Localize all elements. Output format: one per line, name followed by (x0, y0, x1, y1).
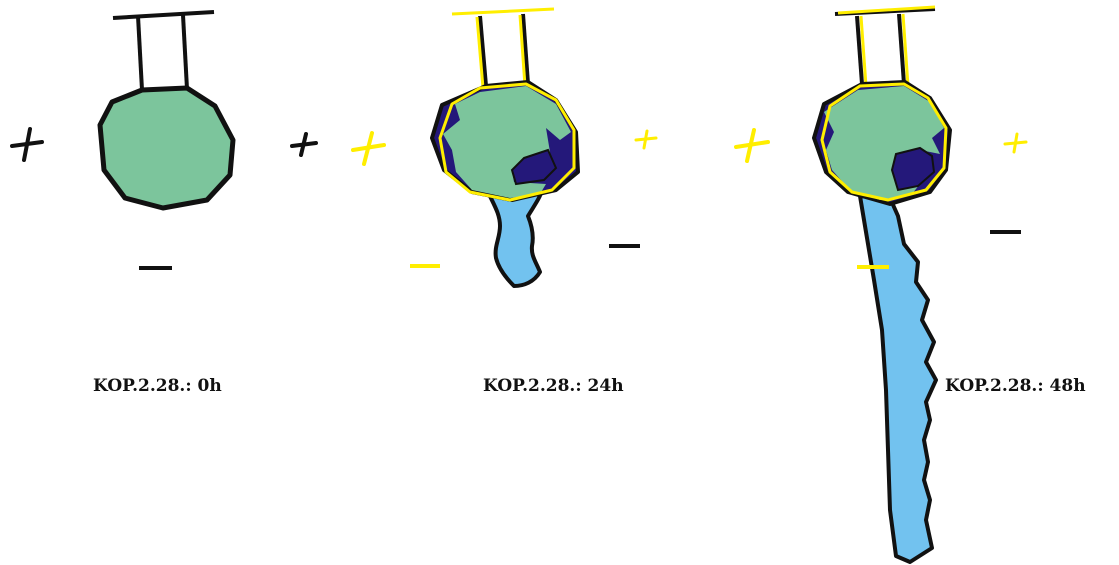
stand-24h-yellow (451, 7, 555, 89)
plus-sign-left-48h (734, 128, 770, 163)
panel-24h: KOP.2.28.: 24h (351, 7, 658, 396)
caption-0h: KOP.2.28.: 0h (93, 376, 222, 396)
migration-tail-48h (858, 194, 938, 564)
caption-48h: KOP.2.28.: 48h (945, 376, 1086, 396)
yellow-outline-48h (820, 82, 948, 202)
plus-sign-left-0h (10, 127, 44, 162)
stand-48h-black (834, 7, 936, 85)
plus-sign-right-24h (634, 129, 658, 150)
migration-tail-24h (486, 188, 544, 288)
sample-drop-0h (97, 85, 236, 211)
growth-patch-24h (510, 148, 558, 186)
stand-24h-black (478, 13, 530, 87)
panel-48h: KOP.2.28.: 48h (734, 5, 1086, 564)
plus-sign-right-48h (1003, 132, 1028, 154)
caption-24h: KOP.2.28.: 24h (483, 376, 624, 396)
plus-sign-left-24h (351, 131, 386, 166)
growth-patch-48h (890, 146, 936, 192)
sample-green-48h (824, 86, 944, 200)
stand-48h-yellow (837, 5, 936, 87)
panel-0h: KOP.2.28.: 0h (10, 10, 318, 396)
yellow-outline-24h (438, 82, 576, 202)
sample-green-24h (443, 86, 571, 198)
plus-sign-right-0h (290, 132, 318, 157)
stand-0h (112, 10, 215, 91)
